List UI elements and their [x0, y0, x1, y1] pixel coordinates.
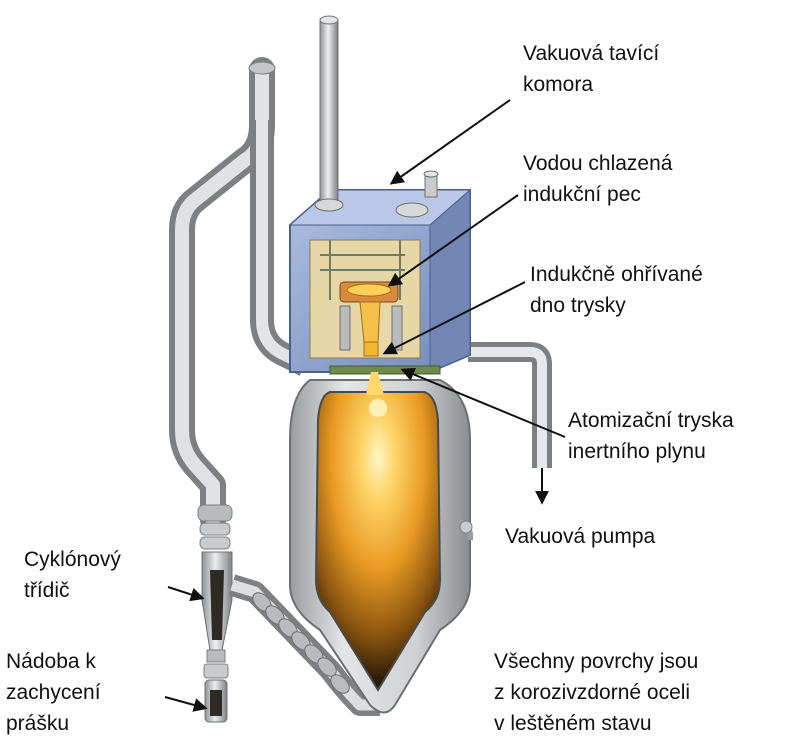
arrow-container	[165, 697, 205, 708]
powder-container	[204, 664, 228, 722]
vacuum-pump-pipe	[468, 352, 542, 468]
label-vacuum-pump: Vakuová pumpa	[505, 521, 655, 552]
arrow-chamber	[392, 100, 510, 183]
cyclone-separator	[198, 505, 232, 662]
feed-pipe	[315, 16, 343, 211]
vacuum-melting-chamber	[290, 190, 470, 395]
arrow-cyclone	[168, 587, 202, 598]
